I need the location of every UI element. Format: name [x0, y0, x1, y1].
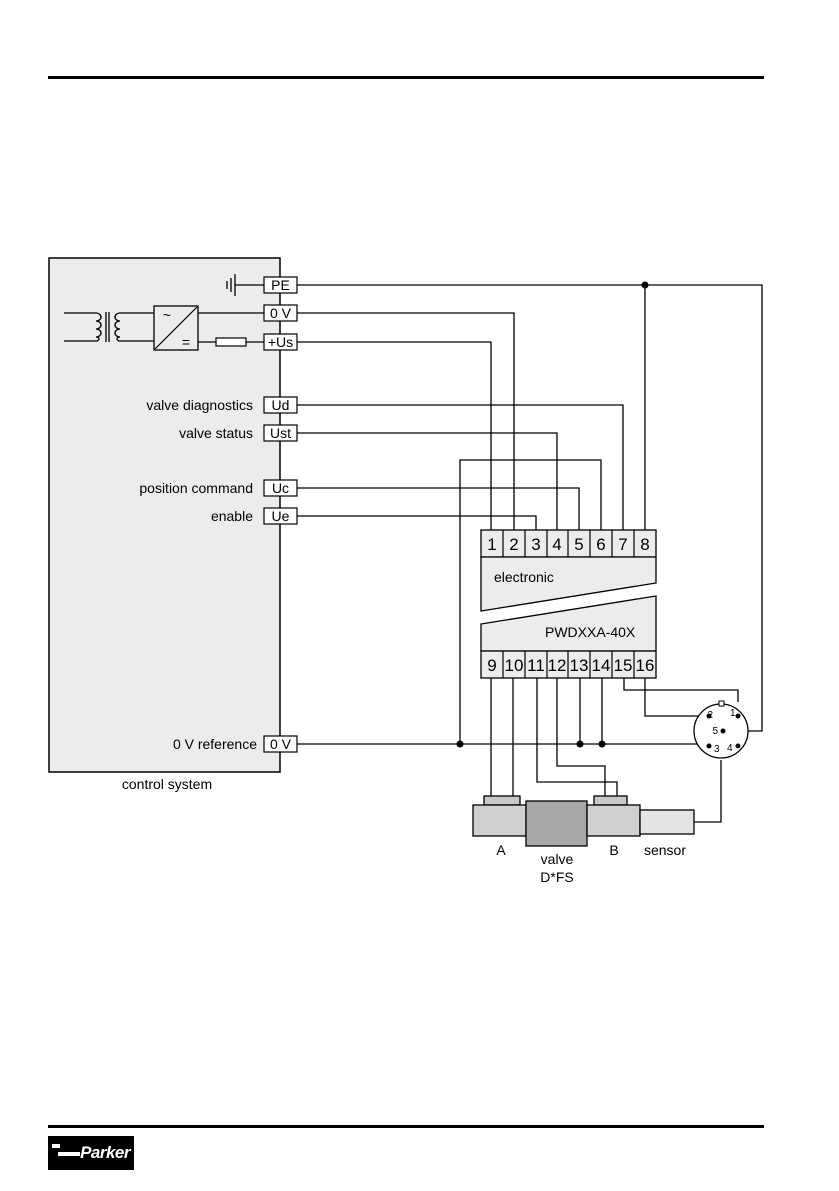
svg-text:4: 4	[727, 743, 733, 754]
svg-text:6: 6	[596, 535, 605, 554]
svg-text:12: 12	[548, 656, 567, 675]
parker-logo: Parker	[48, 1136, 134, 1170]
svg-text:2: 2	[707, 710, 713, 721]
svg-text:PE: PE	[271, 277, 290, 293]
svg-text:Uc: Uc	[272, 480, 289, 496]
svg-text:1: 1	[487, 535, 496, 554]
svg-text:11: 11	[527, 656, 545, 675]
port-a-label: A	[496, 842, 506, 858]
svg-text:9: 9	[487, 656, 496, 675]
terminal-ue: Ue	[264, 508, 297, 524]
svg-text:16: 16	[636, 656, 655, 675]
svg-text:Ust: Ust	[270, 425, 291, 441]
module-top-pins: 1 2 3 4 5 6 7 8	[481, 530, 656, 557]
svg-text:1: 1	[730, 708, 736, 719]
svg-text:Ud: Ud	[272, 397, 290, 413]
svg-text:14: 14	[592, 656, 611, 675]
svg-text:0 V: 0 V	[270, 305, 292, 321]
svg-text:+Us: +Us	[268, 334, 293, 350]
svg-text:0 V: 0 V	[270, 736, 292, 752]
terminal-ud: Ud	[264, 397, 297, 413]
terminal-pe: PE	[264, 277, 297, 293]
svg-text:=: =	[182, 334, 190, 350]
electronic-label: electronic	[494, 569, 554, 585]
svg-text:10: 10	[505, 656, 524, 675]
footer-rule	[48, 1125, 764, 1128]
svg-text:15: 15	[614, 656, 633, 675]
svg-text:3: 3	[714, 744, 720, 755]
terminal-us: +Us	[264, 334, 297, 350]
svg-text:13: 13	[570, 656, 589, 675]
svg-text:Ue: Ue	[272, 508, 290, 524]
label-valve-diagnostics: valve diagnostics	[146, 397, 253, 413]
valve-type-label: D*FS	[540, 869, 573, 885]
terminal-ust: Ust	[264, 425, 297, 441]
label-enable: enable	[211, 508, 253, 524]
control-system-caption: control system	[122, 776, 212, 792]
label-valve-status: valve status	[179, 425, 253, 441]
terminal-0v-reference: 0 V	[264, 736, 297, 752]
svg-text:7: 7	[618, 535, 627, 554]
svg-text:5: 5	[712, 726, 718, 737]
svg-text:2: 2	[509, 535, 518, 554]
sensor-label: sensor	[644, 842, 686, 858]
svg-text:~: ~	[163, 307, 171, 323]
valve-assembly	[473, 796, 694, 846]
terminal-0v: 0 V	[264, 305, 297, 321]
fuse-icon	[216, 338, 246, 346]
port-b-label: B	[609, 842, 618, 858]
model-label: PWDXXA-40X	[545, 624, 636, 640]
module-bottom-pins: 9 10 11 12 13 14 15 16	[481, 651, 656, 678]
sensor-connector: 2 1 5 3 4	[694, 701, 748, 758]
valve-label: valve	[541, 851, 574, 867]
label-0v-reference: 0 V reference	[173, 736, 257, 752]
terminal-uc: Uc	[264, 480, 297, 496]
svg-text:3: 3	[531, 535, 540, 554]
label-position-command: position command	[139, 480, 253, 496]
svg-text:5: 5	[574, 535, 583, 554]
svg-text:4: 4	[552, 535, 561, 554]
svg-text:8: 8	[640, 535, 649, 554]
